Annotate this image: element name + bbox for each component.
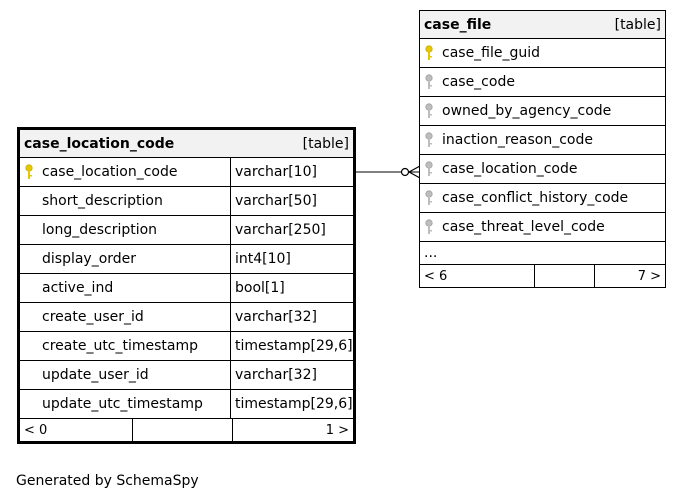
column-name: case_file_guid: [442, 45, 541, 61]
primary-key-icon: [24, 164, 42, 180]
column-row[interactable]: case_conflict_history_code: [419, 183, 666, 213]
table-name[interactable]: case_file: [424, 16, 492, 33]
foreign-key-icon: [424, 132, 442, 148]
column-name: case_threat_level_code: [442, 219, 605, 235]
column-row[interactable]: case_file_guid: [419, 38, 666, 68]
column-row[interactable]: display_order int4[10]: [18, 244, 356, 274]
column-name: display_order: [42, 251, 137, 267]
column-type: varchar[10]: [229, 157, 356, 187]
column-row[interactable]: create_user_id varchar[32]: [18, 302, 356, 332]
children-count-link[interactable]: 7 >: [637, 268, 661, 284]
column-name: update_utc_timestamp: [42, 396, 203, 412]
table-type-tag: [table]: [302, 135, 350, 152]
parents-count-link[interactable]: < 6: [420, 265, 535, 287]
column-name: case_location_code: [42, 164, 178, 180]
column-type: timestamp[29,6]: [229, 389, 356, 419]
column-row[interactable]: active_ind bool[1]: [18, 273, 356, 303]
footer-spacer: [132, 419, 233, 441]
column-name: case_location_code: [442, 161, 578, 177]
column-row[interactable]: inaction_reason_code: [419, 125, 666, 155]
column-row[interactable]: case_location_code varchar[10]: [18, 157, 356, 187]
table-case-location-code[interactable]: case_location_code [table] case_location…: [17, 127, 357, 444]
column-name: owned_by_agency_code: [442, 103, 612, 119]
column-type: varchar[50]: [229, 186, 356, 216]
column-type: bool[1]: [229, 273, 356, 303]
primary-key-icon: [424, 45, 442, 61]
column-type: varchar[32]: [229, 360, 356, 390]
table-header[interactable]: case_location_code [table]: [17, 128, 356, 158]
column-name: update_user_id: [42, 367, 149, 383]
more-columns-row[interactable]: ...: [419, 241, 666, 265]
column-type: int4[10]: [229, 244, 356, 274]
column-row[interactable]: case_location_code: [419, 154, 666, 184]
column-row[interactable]: case_code: [419, 67, 666, 97]
generated-by-caption: Generated by SchemaSpy: [16, 473, 199, 489]
column-name: case_conflict_history_code: [442, 190, 629, 206]
foreign-key-icon: [424, 190, 442, 206]
table-case-file[interactable]: case_file [table] case_file_guid case_co…: [419, 10, 666, 288]
column-name: create_utc_timestamp: [42, 338, 199, 354]
column-name: long_description: [42, 222, 158, 238]
table-type-tag: [table]: [614, 16, 661, 33]
column-name: inaction_reason_code: [442, 132, 593, 148]
more-columns-ellipsis: ...: [419, 241, 666, 265]
column-name: case_code: [442, 74, 515, 90]
column-row[interactable]: owned_by_agency_code: [419, 96, 666, 126]
column-name: create_user_id: [42, 309, 144, 325]
column-row[interactable]: update_utc_timestamp timestamp[29,6]: [18, 389, 356, 419]
column-row[interactable]: case_threat_level_code: [419, 212, 666, 242]
column-name: short_description: [42, 193, 163, 209]
foreign-key-icon: [424, 161, 442, 177]
table-header[interactable]: case_file [table]: [419, 10, 666, 39]
column-row[interactable]: long_description varchar[250]: [18, 215, 356, 245]
column-row[interactable]: create_utc_timestamp timestamp[29,6]: [18, 331, 356, 361]
column-type: varchar[250]: [229, 215, 356, 245]
foreign-key-icon: [424, 219, 442, 235]
column-type: timestamp[29,6]: [229, 331, 356, 361]
parents-count-link[interactable]: < 0: [20, 419, 133, 441]
foreign-key-icon: [424, 74, 442, 90]
column-row[interactable]: short_description varchar[50]: [18, 186, 356, 216]
column-name: active_ind: [42, 280, 114, 296]
table-name[interactable]: case_location_code: [24, 135, 175, 152]
column-type: varchar[32]: [229, 302, 356, 332]
column-row[interactable]: update_user_id varchar[32]: [18, 360, 356, 390]
footer-spacer: [534, 265, 595, 287]
foreign-key-icon: [424, 103, 442, 119]
children-count-link[interactable]: 1 >: [325, 422, 350, 438]
